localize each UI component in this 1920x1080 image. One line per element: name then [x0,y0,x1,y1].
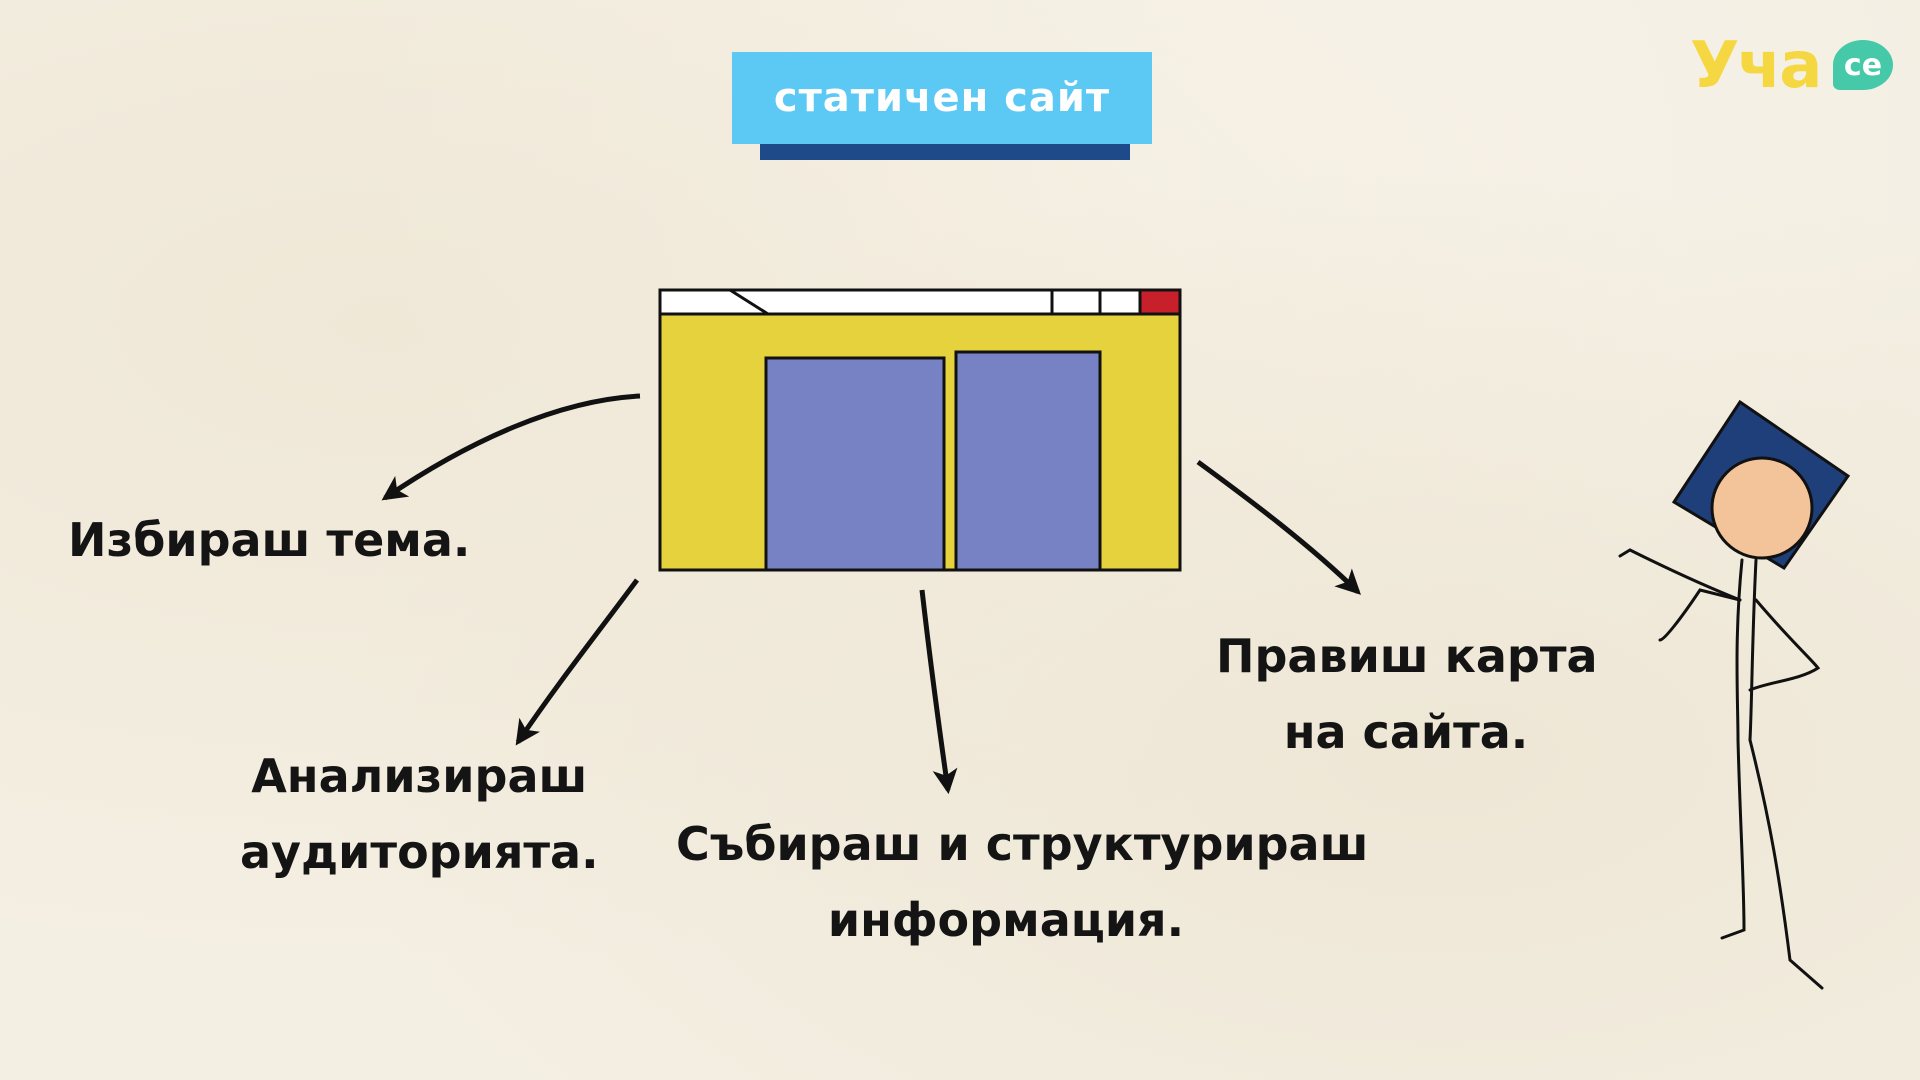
title-banner-shadow [760,140,1130,160]
browser-window-icon [658,288,1182,572]
window-panel-right [954,350,1102,572]
arrow-to-topic [381,393,641,501]
step-info-line1: Събираш и структурираш [676,817,1369,871]
stick-figure-graduate-icon [1618,399,1851,990]
arrow-to-info [919,589,958,795]
arrow-to-audience [515,578,640,746]
step-info-label: Събираш и структурираш информация. [676,806,1369,958]
step-audience-label: Анализираш аудиторията. [240,738,599,890]
logo-badge: се [1833,40,1893,90]
arrow-to-sitemap [1196,459,1361,595]
step-sitemap-line2: на сайта. [1283,705,1529,759]
step-sitemap-line1: Правиш карта [1216,629,1598,683]
window-close-icon [1138,288,1182,316]
window-panel-left [764,356,946,572]
page-title: статичен сайт [732,52,1152,144]
step-audience-line1: Анализираш [251,749,588,803]
title-banner: статичен сайт [732,52,1152,164]
step-topic-label: Избираш тема. [68,513,471,567]
ucha-se-logo: Уча се [1690,26,1895,106]
step-audience-line2: аудиторията. [240,825,599,879]
step-info-line2: информация. [827,893,1185,947]
face [1710,456,1814,560]
window-tab-line [729,288,769,316]
step-sitemap-label: Правиш карта на сайта. [1216,618,1598,770]
logo-text: Уча [1690,29,1822,103]
